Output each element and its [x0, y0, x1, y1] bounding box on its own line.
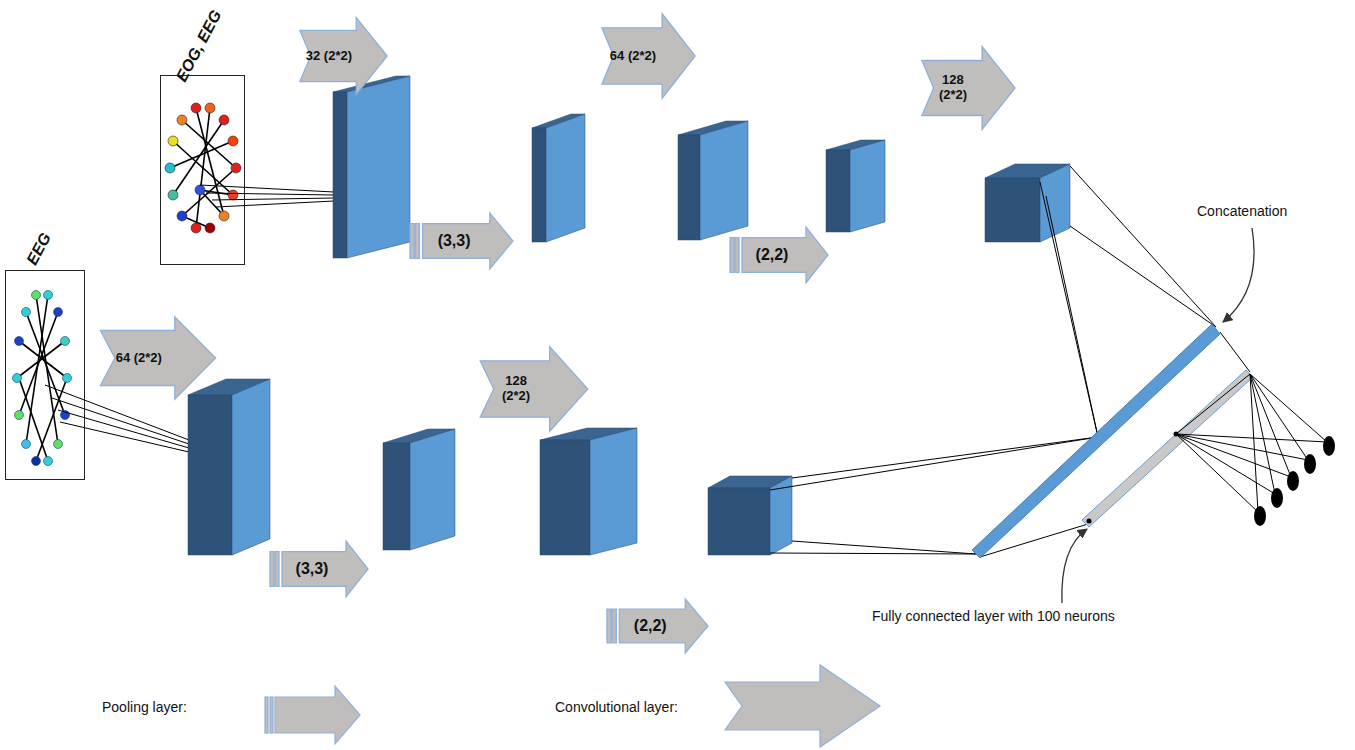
- filter-count: 32 (2*2): [306, 49, 352, 64]
- callout-arrow: [1223, 228, 1254, 322]
- callout-label: Fully connected layer with 100 neurons: [870, 608, 1117, 624]
- arrow-text-area: 32 (2*2): [302, 16, 357, 96]
- pooling-arrow-shape: [423, 213, 513, 269]
- pool-size: (2,2): [756, 246, 789, 264]
- output-neuron: [1254, 436, 1335, 526]
- pool-size: (3,3): [438, 232, 471, 250]
- filter-count: 128 (2*2): [929, 73, 977, 103]
- pooling-arrow-shape: [282, 541, 368, 597]
- input-plot: EEG: [5, 270, 85, 480]
- pooling-stripe: [410, 224, 414, 259]
- arrow-text-area: 64 (2*2): [103, 315, 175, 401]
- arrow-text-area: (2,2): [740, 226, 804, 284]
- pooling-stripe: [607, 609, 611, 643]
- callout-label: Concatenation: [1195, 203, 1289, 219]
- convolution-arrow-shape: [922, 47, 1015, 130]
- pooling-stripe: [270, 552, 274, 587]
- convolution-arrow-shape: [480, 347, 588, 431]
- pooling-arrow: (2,2): [730, 226, 830, 284]
- pool-size: (2,2): [634, 617, 667, 635]
- arrow-text-area: (3,3): [280, 540, 344, 598]
- input-plot-picture: [160, 75, 245, 265]
- pooling-stripe: [612, 609, 616, 643]
- convolution-arrow: 64 (2*2): [98, 315, 218, 401]
- legend-pooling-sample: [265, 686, 360, 744]
- arrow-text-area: 64 (2*2): [604, 12, 662, 100]
- input-label: EEG: [23, 230, 55, 268]
- pooling-arrow: (3,3): [270, 540, 370, 598]
- arrow-text-area: (3,3): [421, 212, 488, 270]
- feature-map-cube: [188, 76, 1070, 555]
- arrow-text-area: 128 (2*2): [924, 45, 982, 131]
- filter-count: 64 (2*2): [610, 49, 656, 64]
- legend-text: Pooling layer:: [100, 699, 189, 715]
- convolution-arrow-shape: [100, 317, 215, 400]
- convolution-arrow-outline: [478, 345, 590, 433]
- pooling-arrow: (3,3): [410, 212, 515, 270]
- filter-count: 128 (2*2): [492, 374, 540, 404]
- convolution-arrow: 128 (2*2): [920, 45, 1017, 131]
- legend-text: Convolutional layer:: [553, 699, 680, 715]
- pooling-arrow: (2,2): [607, 598, 710, 654]
- pooling-stripe: [275, 552, 279, 587]
- convolution-arrow-outline: [920, 45, 1017, 131]
- output-connection: [1176, 374, 1327, 512]
- pooling-arrow-shape: [619, 599, 708, 653]
- neuron-dot: [1087, 519, 1092, 524]
- convolution-arrow: 64 (2*2): [600, 12, 697, 100]
- pool-size: (3,3): [296, 560, 329, 578]
- convolution-arrow-shape: [300, 18, 387, 95]
- fully-connected-bar: [1082, 370, 1253, 527]
- input-plot: EOG, EEG: [160, 75, 245, 265]
- pooling-stripe: [730, 238, 734, 273]
- callout-arrow: [1062, 529, 1087, 603]
- convolution-arrow: 128 (2*2): [478, 345, 590, 433]
- pooling-arrow-shape: [742, 227, 828, 283]
- filter-count: 64 (2*2): [116, 351, 162, 366]
- pooling-stripe: [735, 238, 739, 273]
- pooling-stripe: [415, 224, 419, 259]
- convolution-arrow-shape: [602, 14, 695, 98]
- input-plot-picture: [5, 270, 85, 480]
- connection-line: [770, 166, 1250, 557]
- arrow-text-area: (2,2): [617, 598, 683, 654]
- input-label: EOG, EEG: [173, 7, 226, 85]
- arrow-text-area: 128 (2*2): [482, 345, 549, 433]
- legend-convolution-sample: [725, 665, 880, 747]
- convolution-arrow: 32 (2*2): [298, 16, 389, 96]
